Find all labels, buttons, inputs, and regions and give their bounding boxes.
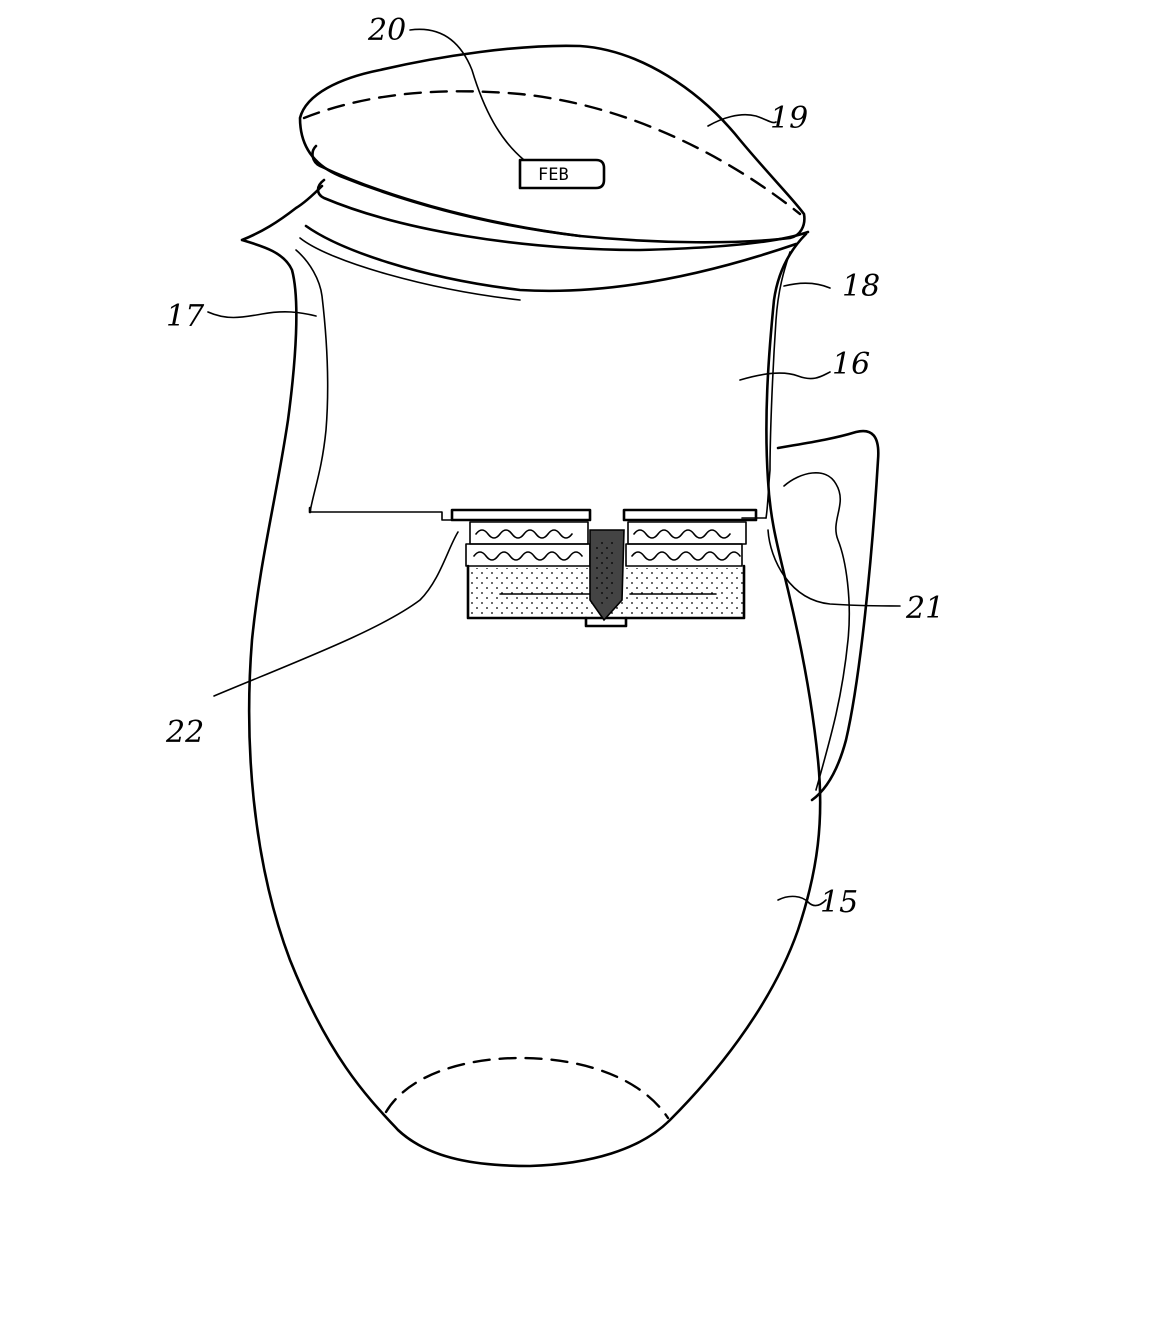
leader-20 — [409, 28, 525, 161]
indicator-tag-text: FEB — [538, 165, 569, 185]
indicator-tag: FEB — [518, 158, 606, 190]
label-19: 19 — [770, 101, 808, 136]
pitcher-body — [240, 184, 822, 1168]
label-21: 21 — [905, 591, 944, 626]
leader-17 — [207, 311, 317, 319]
leader-15 — [777, 895, 827, 907]
filter-cartridge — [450, 508, 758, 628]
lid — [298, 44, 810, 252]
label-22: 22 — [165, 715, 204, 750]
leader-18 — [783, 282, 831, 289]
label-18: 18 — [842, 269, 880, 304]
label-20: 20 — [367, 13, 406, 48]
label-15: 15 — [820, 885, 858, 920]
handle — [776, 429, 880, 802]
leader-21 — [767, 529, 901, 607]
leader-19 — [707, 113, 777, 127]
leader-22 — [213, 531, 459, 697]
lid-hidden-edge — [302, 90, 802, 216]
label-16: 16 — [832, 347, 870, 382]
label-17: 17 — [166, 299, 205, 334]
reference-numerals: 20 19 18 17 16 21 22 15 — [165, 13, 944, 920]
upper-reservoir — [299, 224, 798, 514]
leader-lines — [207, 28, 901, 907]
leader-16 — [739, 371, 831, 381]
base-hidden-edge — [384, 1056, 670, 1120]
